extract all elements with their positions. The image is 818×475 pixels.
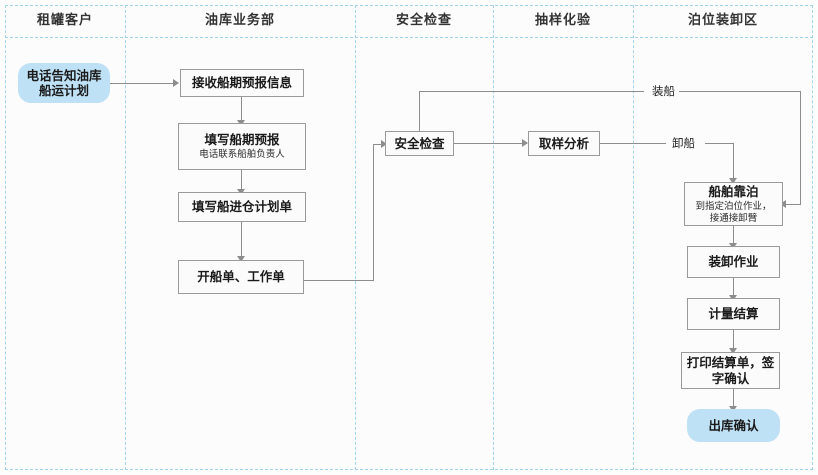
arrowhead-safety-to-sample [522,139,528,147]
node-fill-schedule-forecast[interactable]: 填写船期预报 电话联系船舶负责人 [178,123,306,170]
connector-metering-to-print [733,330,734,352]
node-receive-schedule-info[interactable]: 接收船期预报信息 [180,69,304,97]
node-phone-notify-plan[interactable]: 电话告知油库 船运计划 [18,63,110,103]
arrowhead-load-into-berthing [780,200,786,208]
node-safety-check[interactable]: 安全检查 [385,131,454,156]
node-departure-work-order-label: 开船单、工作单 [197,269,285,284]
node-fill-schedule-forecast-label: 填写船期预报 [204,132,280,147]
lane-divider-4 [633,5,634,470]
node-outbound-confirm-label: 出库确认 [708,418,759,433]
lane-divider-1 [125,5,126,470]
arrowhead-plan-to-workorder [237,256,245,262]
node-metering-settlement[interactable]: 计量结算 [687,298,780,330]
arrowhead-metering-to-print [729,348,737,354]
node-sampling-analysis-label: 取样分析 [538,135,589,151]
connector-print-to-confirm [733,389,734,409]
node-loading-unloading-operation-label: 装卸作业 [708,254,759,269]
node-ship-berthing-label: 船舶靠泊 [708,183,759,199]
lane-title-berth: 泊位装卸区 [687,13,758,28]
connector-berthing-to-loading [733,226,734,246]
connector-receive-to-forecast [241,97,242,123]
lane-title-business: 油库业务部 [204,13,275,28]
node-loading-unloading-operation[interactable]: 装卸作业 [687,246,780,278]
connector-unload-right [705,143,734,144]
node-phone-notify-plan-label2: 船运计划 [38,83,89,98]
node-fill-warehouse-plan[interactable]: 填写船进仓计划单 [178,192,306,222]
connector-phone-to-receive [110,83,175,84]
lane-divider-2 [355,5,356,470]
connector-safety-up [419,91,420,131]
node-print-settlement-sign[interactable]: 打印结算单，签 字确认 [681,352,780,389]
connector-load-into-berthing [786,204,801,205]
connector-loading-to-metering [733,278,734,298]
connector-workorder-up [373,144,374,280]
arrowhead-workorder-to-safety [381,140,387,148]
lane-header-divider [5,37,813,38]
node-metering-settlement-label: 计量结算 [708,306,759,321]
node-phone-notify-plan-label: 电话告知油库 [26,68,102,83]
connector-load-top-right [675,91,801,92]
arrowhead-phone-to-receive [173,79,179,87]
connector-plan-to-workorder [241,222,242,260]
node-print-settlement-sign-label2: 字确认 [711,370,750,386]
edge-label-unload: 卸船 [668,136,699,150]
node-ship-berthing-sub: 到指定泊位作业， 接通接卸臂 [695,200,772,224]
connector-workorder-right [304,280,374,281]
connector-safety-to-sample [454,143,527,144]
node-outbound-confirm[interactable]: 出库确认 [687,409,780,442]
swimlane-frame [5,5,813,470]
arrowhead-unload-to-berthing [729,178,737,184]
connector-unload-down [733,143,734,181]
connector-workorder-to-safety [373,144,385,145]
connector-load-top-left [419,91,644,92]
node-sampling-analysis[interactable]: 取样分析 [528,131,600,156]
node-departure-work-order[interactable]: 开船单、工作单 [178,260,304,294]
edge-label-load: 装船 [648,84,679,98]
node-fill-schedule-forecast-sub: 电话联系船舶负责人 [199,149,285,160]
lane-title-customer: 租罐客户 [36,13,93,28]
connector-sample-to-unload [600,143,666,144]
connector-load-down [800,91,801,204]
lane-divider-3 [493,5,494,470]
lane-title-sampling: 抽样化验 [534,13,591,28]
connector-forecast-to-plan [241,170,242,192]
lane-title-safety: 安全检查 [395,13,452,28]
node-safety-check-label: 安全检查 [394,135,445,151]
node-fill-warehouse-plan-label: 填写船进仓计划单 [191,199,292,214]
node-print-settlement-sign-label: 打印结算单，签 [686,354,775,370]
node-receive-schedule-info-label: 接收船期预报信息 [191,75,292,90]
node-ship-berthing[interactable]: 船舶靠泊 到指定泊位作业， 接通接卸臂 [684,182,783,226]
